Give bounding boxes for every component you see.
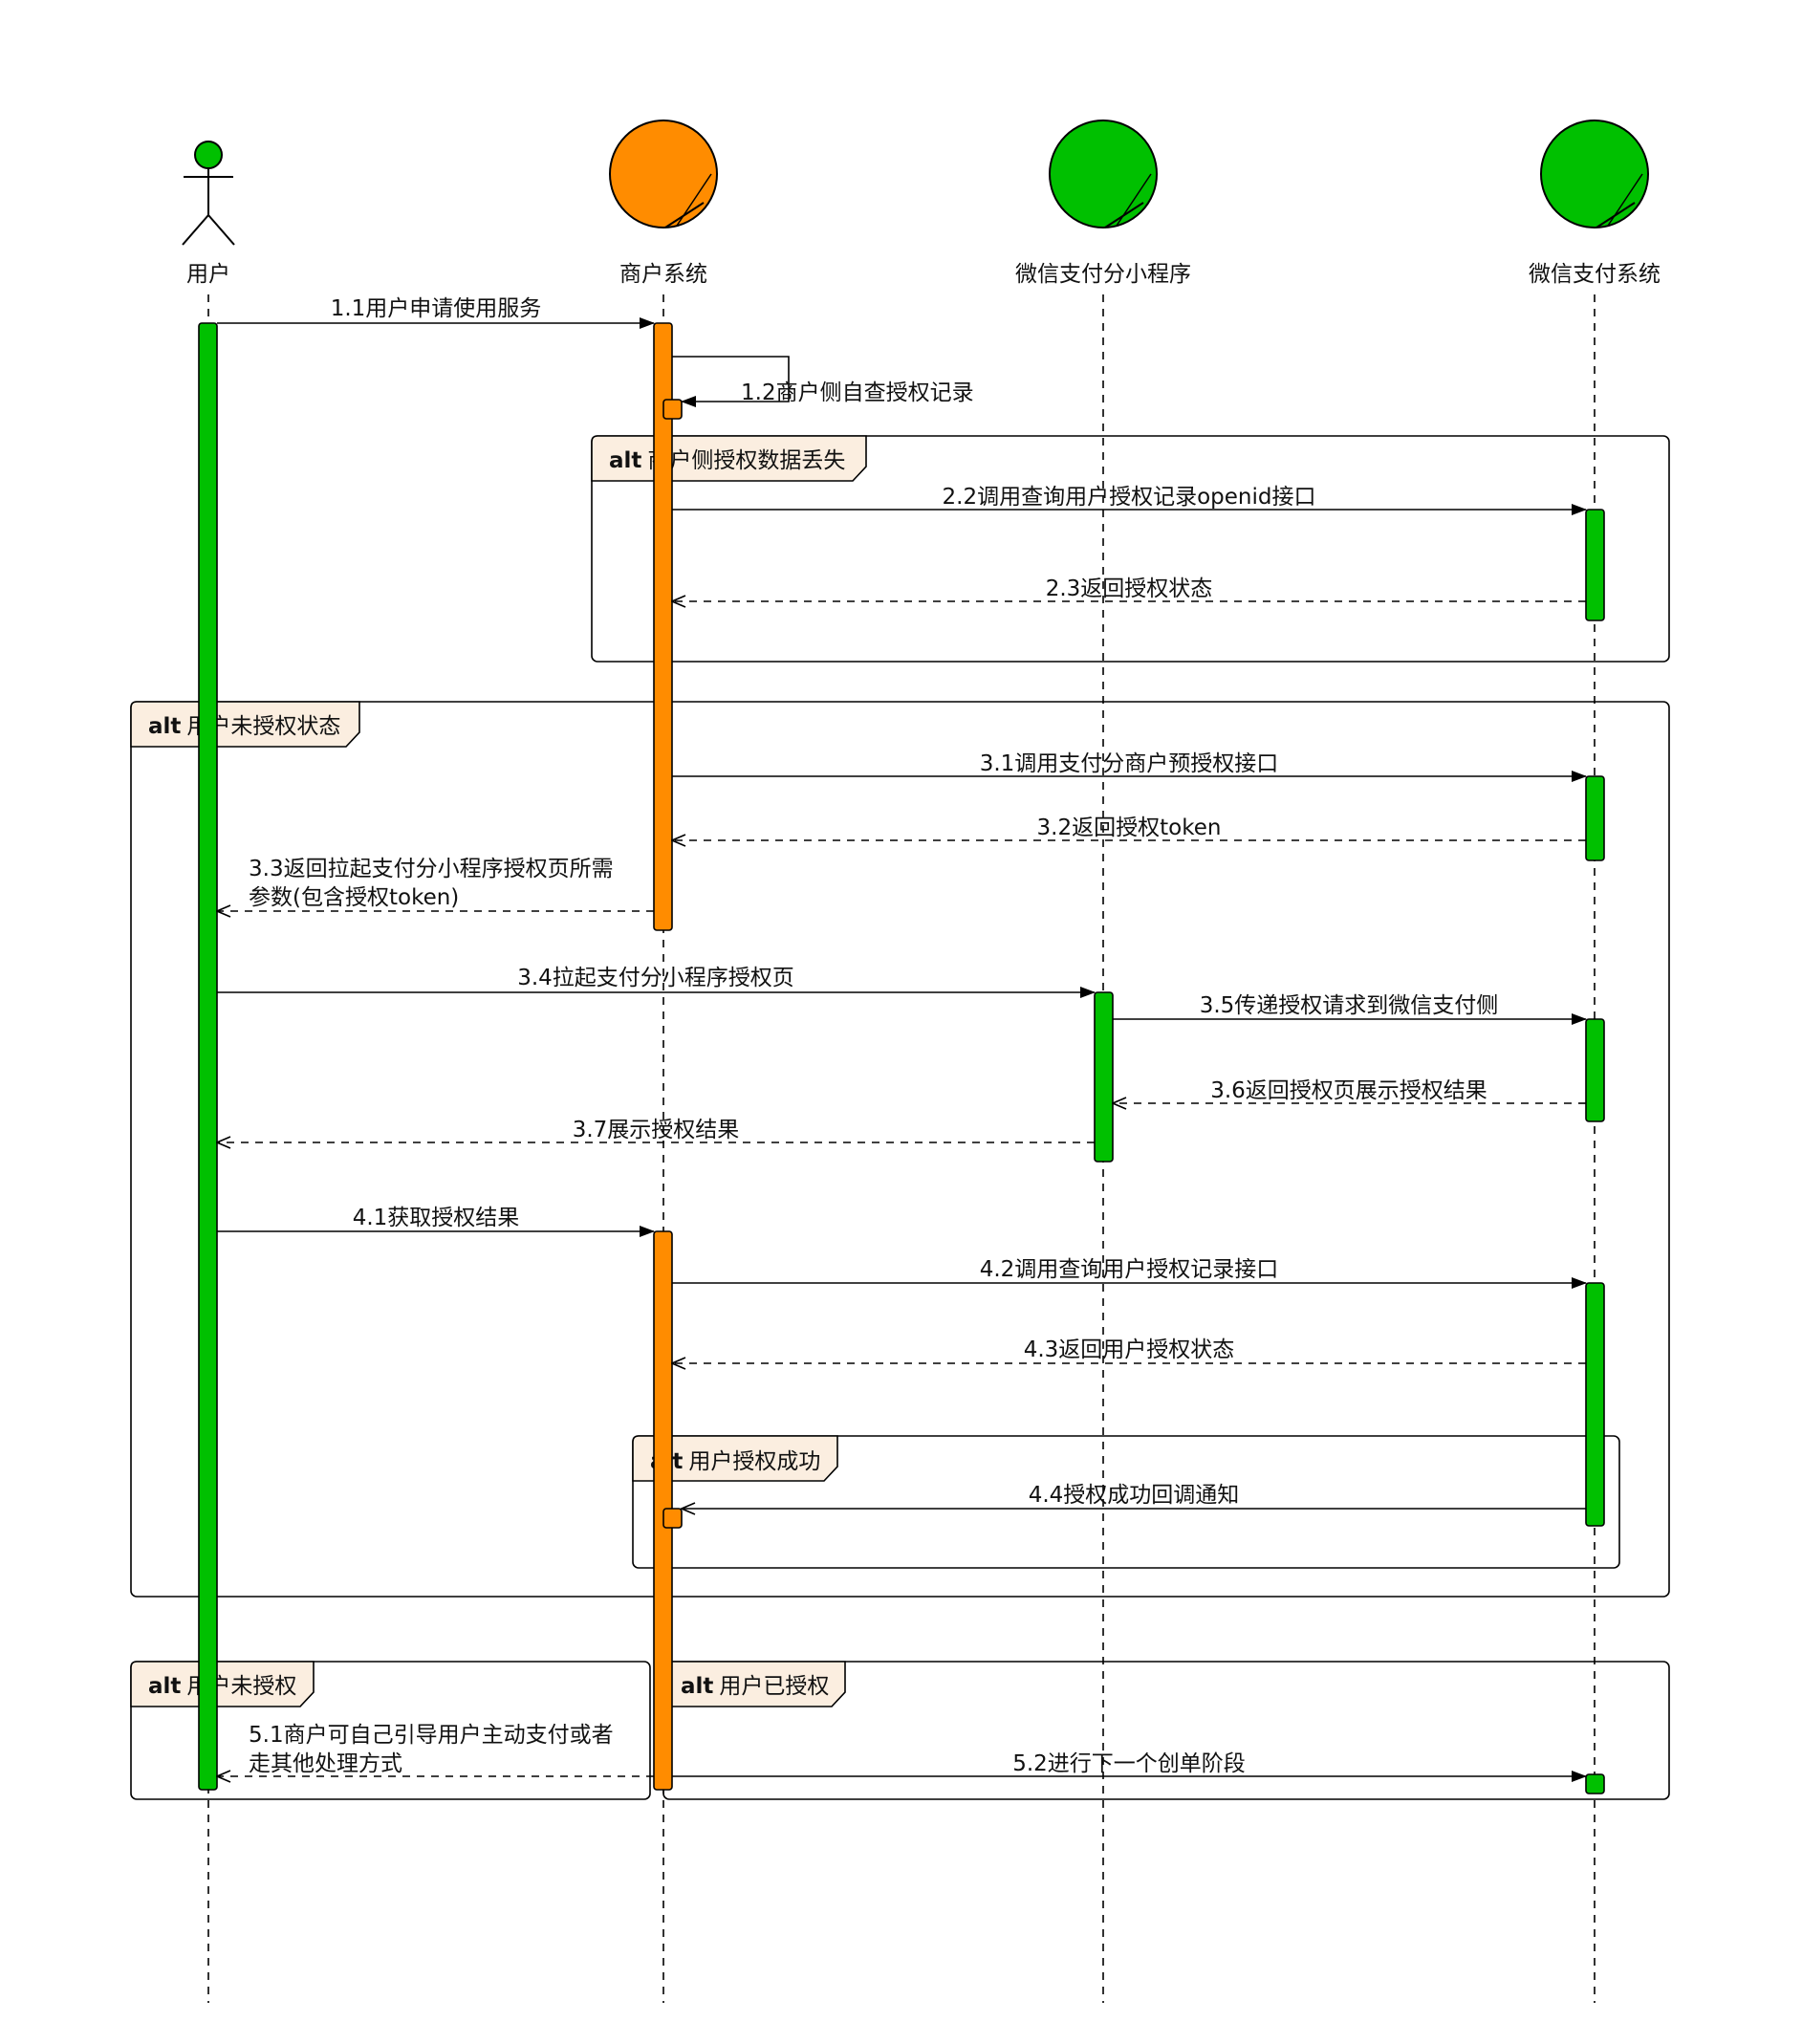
message-1-2[interactable]: 1.2商户侧自查授权记录 [672,356,974,407]
activations [198,322,1605,1794]
message-2-2[interactable]: 2.2调用查询用户授权记录openid接口 [672,485,1587,515]
message-label: 3.4拉起支付分小程序授权页 [517,966,794,990]
message-5-2[interactable]: 5.2进行下一个创单阶段 [672,1751,1587,1782]
participant-label-user: 用户 [186,262,230,287]
message-3-3[interactable]: 3.3返回拉起支付分小程序授权页所需 参数(包含授权token) [217,857,654,911]
message-2-3[interactable]: 2.3返回授权状态 [672,576,1586,601]
alt-frame-auth-success[interactable]: alt用户授权成功 [632,1435,1620,1569]
frame-tab [632,1435,838,1482]
activation-merchant-callback [662,1508,683,1529]
activation-wechatpay-1 [1585,509,1605,621]
message-label: 3.1调用支付分商户预授权接口 [980,751,1279,776]
message-label: 5.2进行下一个创单阶段 [1012,1751,1246,1776]
frame-border [591,435,1670,663]
message-label: 2.2调用查询用户授权记录openid接口 [943,485,1316,510]
frame-border [130,701,1670,1598]
message-label-line-1: 3.3返回拉起支付分小程序授权页所需 [249,857,614,881]
message-1-1[interactable]: 1.1用户申请使用服务 [217,296,655,329]
activation-wechatpay-2 [1585,775,1605,861]
message-3-4[interactable]: 3.4拉起支付分小程序授权页 [217,966,1096,998]
message-3-7[interactable]: 3.7展示授权结果 [217,1118,1095,1142]
frame-border [130,1661,651,1800]
message-label: 3.7展示授权结果 [573,1118,740,1142]
message-4-4[interactable]: 4.4授权成功回调通知 [682,1483,1586,1509]
message-3-1[interactable]: 3.1调用支付分商户预授权接口 [672,751,1587,782]
message-3-6[interactable]: 3.6返回授权页展示授权结果 [1113,1078,1586,1103]
control-icon [609,120,718,228]
message-label: 2.3返回授权状态 [1046,576,1213,601]
activation-merchant-self [662,399,683,420]
participant-label-miniprogram: 微信支付分小程序 [1015,262,1191,287]
control-icon [1049,120,1158,228]
message-label: 4.1获取授权结果 [353,1206,520,1230]
activation-wechatpay-3 [1585,1018,1605,1122]
activation-user [198,322,218,1791]
participant-wechatpay[interactable]: 微信支付系统 [1529,120,1661,287]
message-label-line-2: 走其他处理方式 [249,1751,402,1776]
activation-miniprogram [1094,991,1114,1163]
control-icon [1540,120,1649,228]
activation-wechatpay-4 [1585,1282,1605,1527]
message-label: 1.2商户侧自查授权记录 [741,381,974,405]
message-label: 3.6返回授权页展示授权结果 [1210,1078,1487,1103]
participant-label-wechatpay: 微信支付系统 [1529,262,1661,287]
message-label-line-1: 5.1商户可自己引导用户主动支付或者 [249,1723,614,1748]
message-arrow [672,356,790,407]
message-label: 3.5传递授权请求到微信支付侧 [1200,993,1499,1018]
frame-border [632,1435,1620,1569]
message-4-2[interactable]: 4.2调用查询用户授权记录接口 [672,1257,1587,1289]
actor-icon [182,141,235,246]
frame-label: alt用户授权成功 [650,1449,820,1474]
message-label: 4.4授权成功回调通知 [1029,1483,1240,1508]
message-label-line-2: 参数(包含授权token) [249,885,459,910]
frame-tab [130,701,360,748]
activation-wechatpay-5 [1585,1773,1605,1794]
participant-user[interactable]: 用户 [182,141,235,287]
message-4-3[interactable]: 4.3返回用户授权状态 [672,1337,1586,1363]
activation-merchant-1 [653,322,673,931]
participant-miniprogram[interactable]: 微信支付分小程序 [1015,120,1191,287]
frame-tab [130,1661,315,1707]
participant-merchant[interactable]: 商户系统 [609,120,718,287]
message-label: 4.2调用查询用户授权记录接口 [980,1257,1279,1282]
message-label: 4.3返回用户授权状态 [1024,1337,1235,1362]
message-3-5[interactable]: 3.5传递授权请求到微信支付侧 [1113,993,1587,1025]
message-label: 1.1用户申请使用服务 [331,296,542,321]
message-5-1[interactable]: 5.1商户可自己引导用户主动支付或者 走其他处理方式 [217,1723,654,1776]
message-3-2[interactable]: 3.2返回授权token [672,815,1586,840]
message-4-1[interactable]: 4.1获取授权结果 [217,1206,655,1237]
message-label: 3.2返回授权token [1037,815,1222,840]
participant-label-merchant: 商户系统 [619,262,707,287]
